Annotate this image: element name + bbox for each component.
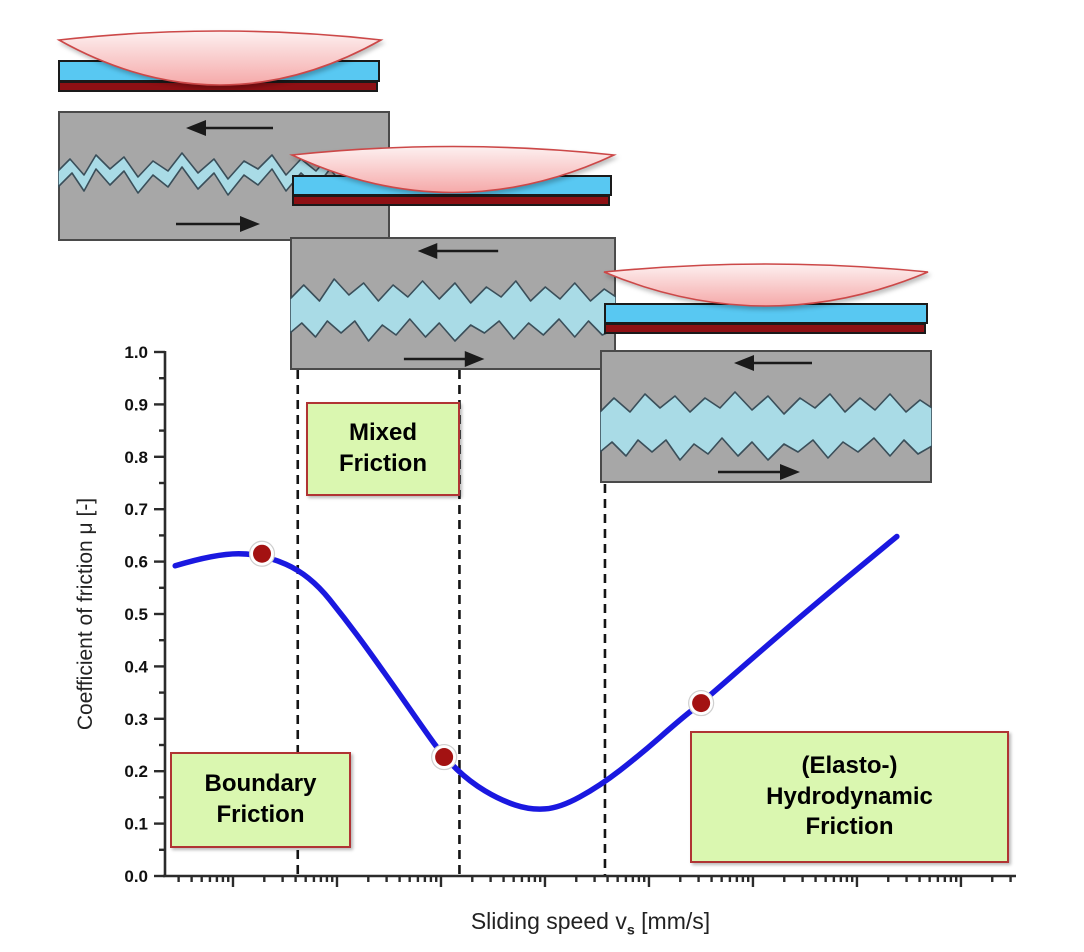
boundary-friction-label: Boundary Friction	[170, 752, 351, 848]
asperity-interface-icon	[600, 391, 932, 461]
substrate-layer	[604, 323, 926, 334]
svg-text:0.4: 0.4	[124, 657, 148, 676]
x-axis-title: Sliding speed vs [mm/s]	[470, 908, 711, 939]
svg-text:0.2: 0.2	[124, 762, 148, 781]
arrow-left-icon	[417, 243, 499, 259]
arrow-left-icon	[186, 120, 273, 136]
svg-text:0.7: 0.7	[124, 500, 148, 519]
svg-text:0.8: 0.8	[124, 448, 148, 467]
arrow-right-icon	[718, 464, 800, 480]
rough-surface-block-icon	[290, 237, 616, 370]
svg-text:0.5: 0.5	[124, 605, 148, 624]
hydrodynamic-friction-label: (Elasto-) Hydrodynamic Friction	[690, 731, 1009, 863]
svg-text:0.3: 0.3	[124, 710, 148, 729]
arrow-right-icon	[176, 216, 260, 232]
asperity-interface-icon	[58, 152, 390, 196]
rough-surface-block-icon	[600, 350, 932, 483]
slider-lens-icon	[56, 30, 384, 86]
svg-text:1.0: 1.0	[124, 343, 148, 362]
arrow-right-icon	[403, 351, 485, 367]
slider-lens-icon	[603, 263, 929, 307]
data-point-markers	[248, 540, 715, 771]
arrow-left-icon	[734, 355, 812, 371]
svg-text:0.0: 0.0	[124, 867, 148, 886]
svg-text:0.9: 0.9	[124, 395, 148, 414]
slider-lens-icon	[289, 145, 617, 194]
mixed-friction-label: Mixed Friction	[306, 402, 460, 496]
y-axis-title: Coefficient of friction μ [-]	[74, 498, 97, 730]
substrate-layer	[292, 195, 610, 206]
svg-text:0.6: 0.6	[124, 553, 148, 572]
svg-text:0.1: 0.1	[124, 815, 148, 834]
